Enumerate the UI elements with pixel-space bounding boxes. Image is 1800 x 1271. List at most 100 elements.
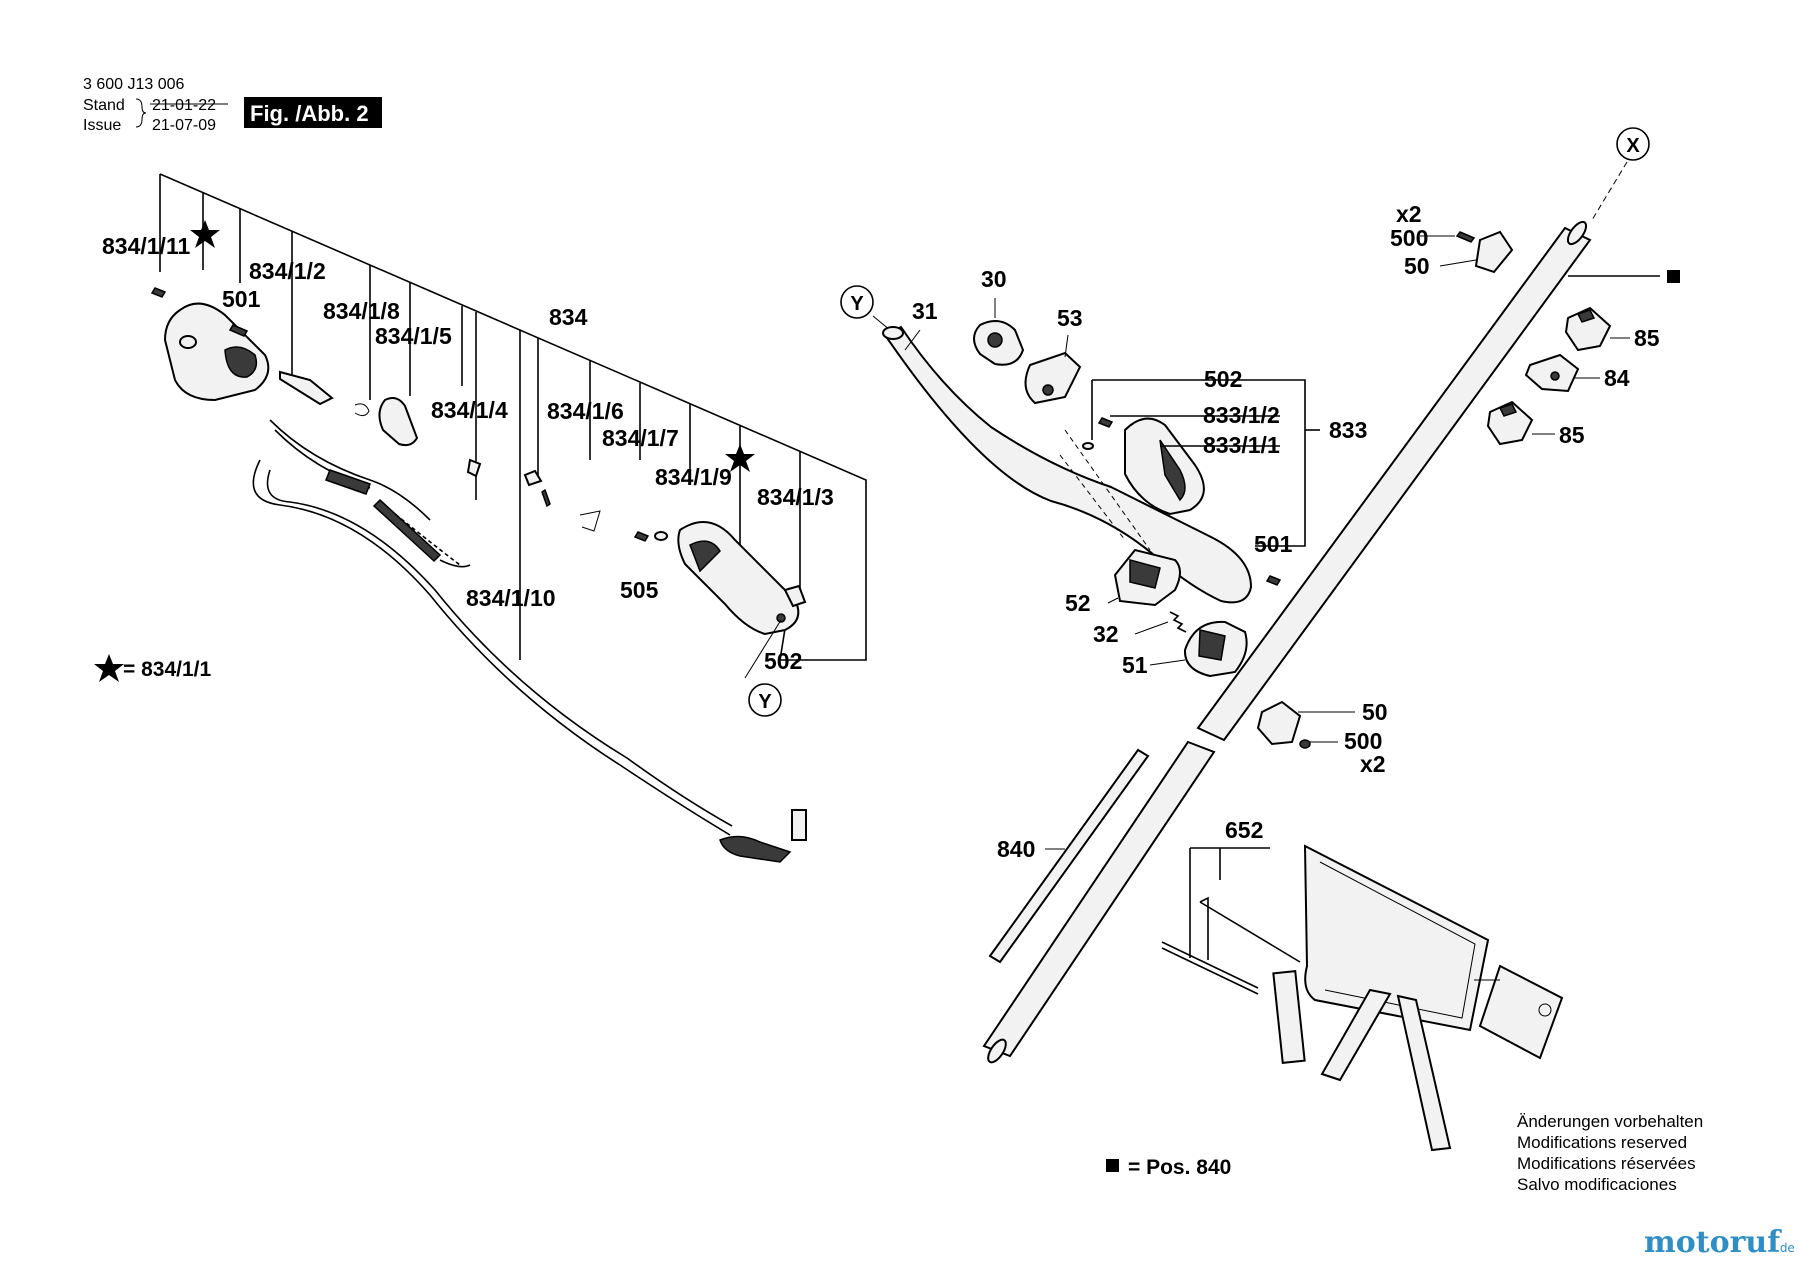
y-marker-right-label: Y [850,293,864,315]
screw-icon [1097,417,1114,428]
issue-label: Issue [83,117,121,134]
leader-52 [1107,597,1119,604]
shaft-assembly [982,161,1680,1064]
label-50-bottom: 50 [1362,699,1388,725]
trigger-lever [378,397,419,447]
screw-icon [1455,231,1476,243]
label-501-right: 501 [1254,531,1293,557]
clamp-hole [1042,384,1054,396]
label-51: 51 [1122,652,1148,678]
washer [1082,442,1094,450]
label-85-a: 85 [1634,325,1660,351]
shaft-knob-bottom [1256,700,1302,746]
label-84: 84 [1604,365,1630,391]
label-502-right: 502 [1204,366,1242,392]
guard-inner [1319,861,1476,1019]
stand-leg-b [1396,994,1452,1152]
issue-date: 21-07-09 [152,117,216,134]
label-834-1-3: 834/1/3 [757,484,834,510]
motor-unit [224,346,258,378]
handle-tube [883,325,1253,604]
modifications-notice: Änderungen vorbehalten Modifications res… [1517,1112,1703,1194]
stand-label: Stand [83,97,125,114]
grip-rubber [1159,439,1186,502]
star-icon [94,654,124,682]
notice-line-4: Salvo modificaciones [1517,1175,1677,1194]
screw-icon [633,531,650,542]
shaft-lower-end [987,1038,1007,1064]
label-834-1-2: 834/1/2 [249,258,326,284]
cable-connector [719,835,792,863]
housing-hole [179,335,197,349]
middle-assembly [872,298,1320,678]
x-marker: X [1616,127,1650,161]
clamp-block-ribs [1129,559,1161,589]
clip-85-a [1564,306,1612,352]
right-labels: x2 500 50 85 84 85 50 500 x2 840 652 [997,201,1660,862]
lock-button [783,584,807,608]
label-30: 30 [981,266,1007,292]
brand-watermark: motoruf .de [1644,1225,1795,1260]
square-legend-text: = Pos. 840 [1128,1156,1231,1179]
notice-line-2: Modifications reserved [1517,1133,1687,1152]
stand-date: 21-01-22 [152,97,216,114]
assembly-834-bracket [159,173,867,661]
star-icon [190,220,220,248]
latch-clip [466,458,482,478]
label-32: 32 [1093,621,1119,647]
knob-hub [987,332,1003,348]
long-cable-inner [266,469,733,827]
screw-icon [776,613,786,623]
screw-icon [150,287,167,298]
left-labels: 834/1/11 834/1/2 501 834/1/8 834/1/5 834… [102,233,834,674]
square-icon [1667,270,1680,283]
label-840: 840 [997,836,1035,862]
label-834-1-8: 834/1/8 [323,298,400,324]
label-834-1-9: 834/1/9 [655,464,732,490]
hex-key [1199,896,1209,960]
doc-header: 3 600 J13 006 Stand Issue 21-01-22 21-07… [83,76,382,134]
label-x2-top: x2 [1396,201,1422,227]
notice-line-1: Änderungen vorbehalten [1517,1112,1703,1131]
middle-labels: 30 31 53 502 833/1/2 833/1/1 833 501 52 … [912,266,1367,678]
connector-plug [791,809,807,841]
star-icon [725,444,755,472]
label-85-b: 85 [1559,422,1585,448]
label-834-1-10: 834/1/10 [466,585,556,611]
label-x2-bottom: x2 [1360,751,1386,777]
spring [1169,611,1187,633]
instruction-card-hole [1538,1003,1552,1017]
label-833: 833 [1329,417,1367,443]
stand-leg-a [1320,988,1392,1082]
label-505: 505 [620,577,659,603]
long-cable-outer [252,459,731,836]
brand-name: motoruf [1644,1225,1782,1260]
screw-icon [1265,575,1282,586]
y-marker-right: Y [840,285,874,319]
label-834-1-11: 834/1/11 [102,233,190,259]
label-834-1-6: 834/1/6 [547,398,624,424]
label-500-bottom: 500 [1344,728,1382,754]
tube-end [882,326,904,340]
socket-wrench [1272,969,1306,1065]
leader-32 [1134,621,1169,635]
clamp-bracket [1024,351,1082,405]
spring-clip [354,403,370,417]
header-brace [135,98,147,128]
left-assembly [150,173,867,863]
label-501-left: 501 [222,286,261,312]
hex-key-long [1199,901,1301,963]
leader-51 [1149,659,1186,666]
shaft-knob-top [1474,230,1514,274]
tool-kit [1161,844,1564,1152]
label-834: 834 [549,304,588,330]
clip-85-a-tab [1576,309,1596,323]
clip-84-hole [1550,371,1560,381]
square-legend: = Pos. 840 [1106,1156,1231,1179]
square-icon [1106,1159,1119,1172]
pin-spring [541,488,551,508]
shaft-lower [982,740,1216,1058]
wire-a [269,419,431,521]
clamp-base-body [1198,629,1226,661]
